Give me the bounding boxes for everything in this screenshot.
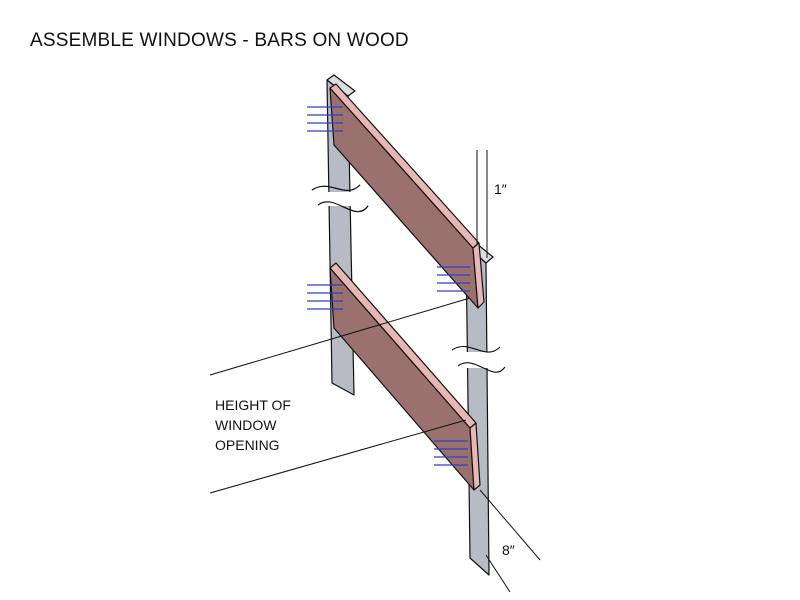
height-top-reference-line (209, 297, 471, 376)
height-bottom-reference-line (209, 419, 467, 494)
diagram-title: ASSEMBLE WINDOWS - BARS ON WOOD (30, 30, 409, 51)
dimension-8-inch-label: 8″ (502, 542, 515, 558)
nail-icon-bottom-left (307, 284, 343, 310)
height-label-line-1: HEIGHT OF (215, 397, 291, 413)
top-bar-board (329, 83, 485, 309)
height-label-line-2: WINDOW (215, 417, 277, 433)
bottom-bar-end (469, 422, 481, 491)
nail-marks (307, 106, 470, 466)
height-of-window-opening-label: HEIGHT OF WINDOW OPENING (215, 395, 291, 455)
right-upright-break-mark (451, 345, 501, 353)
dimension-1-inch-label: 1″ (494, 181, 507, 197)
nail-icon-bottom-right (434, 440, 468, 466)
nail-icon-top-left (307, 106, 343, 132)
dim-8-inch-line-a (479, 489, 541, 561)
height-label-line-3: OPENING (215, 437, 280, 453)
nail-icon-top-right (437, 266, 470, 292)
bottom-bar-board (329, 262, 481, 491)
right-upright-break-mark-2 (457, 362, 506, 373)
dim-8-inch-line-b (485, 554, 511, 593)
